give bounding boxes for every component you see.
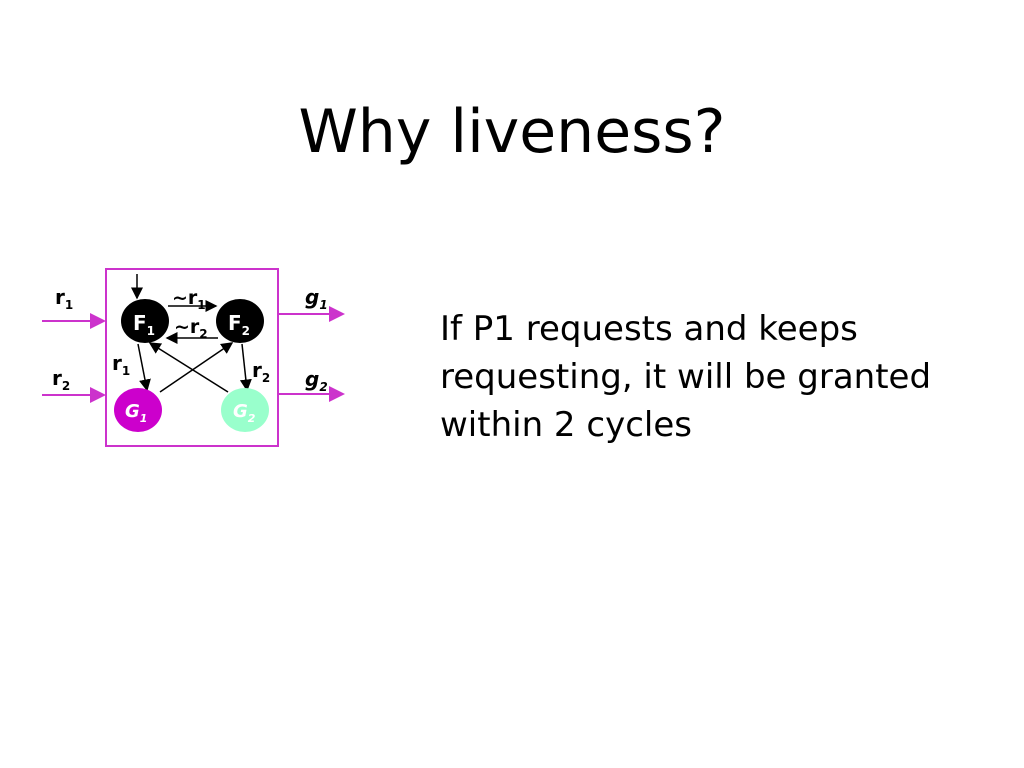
node-f1 bbox=[121, 299, 169, 343]
node-g1-label: G1 bbox=[125, 401, 147, 425]
body-text: If P1 requests and keeps requesting, it … bbox=[440, 305, 1010, 449]
module-box bbox=[105, 268, 279, 447]
node-g2-label: G2 bbox=[233, 401, 256, 425]
input-label-r2: r2 bbox=[52, 366, 70, 393]
node-f1-label: F1 bbox=[133, 311, 155, 338]
node-f2 bbox=[216, 299, 264, 343]
output-label-g2: g2 bbox=[305, 367, 328, 394]
edge-label-not-r2: ~r2 bbox=[174, 316, 208, 341]
edge-label-not-r1: ~r1 bbox=[172, 287, 206, 312]
edge-g1-to-f2 bbox=[159, 342, 234, 393]
body-line-2: requesting, it will be granted bbox=[440, 357, 932, 397]
edge-label-r1: r1 bbox=[112, 351, 130, 378]
slide-title: Why liveness? bbox=[298, 97, 726, 167]
edge-f2-to-g2 bbox=[239, 343, 252, 392]
node-g2 bbox=[221, 388, 269, 432]
node-f2-label: F2 bbox=[228, 311, 250, 338]
input-label-r1: r1 bbox=[55, 285, 73, 312]
edge-f1-to-g1 bbox=[137, 343, 151, 392]
body-line-3: within 2 cycles bbox=[440, 405, 692, 445]
body-line-1: If P1 requests and keeps bbox=[440, 309, 858, 349]
edge-g2-to-f1 bbox=[148, 342, 229, 393]
edge-label-r2: r2 bbox=[252, 358, 270, 385]
node-g1 bbox=[114, 388, 162, 432]
output-label-g1: g1 bbox=[305, 285, 328, 312]
